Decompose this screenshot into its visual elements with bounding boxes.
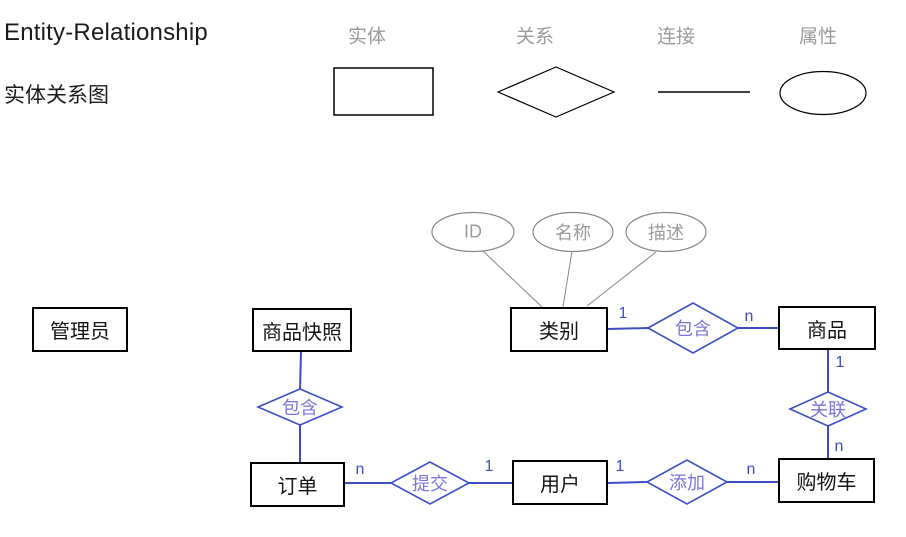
cardinality-add-cart: n: [746, 461, 756, 478]
connector-id-to-category: [482, 250, 543, 308]
entity-product-label: 商品: [807, 319, 847, 342]
attribute-ellipse-id: [431, 211, 515, 253]
connector-snapshot-contains: [299, 351, 302, 391]
cardinality-product-associate: 1: [835, 354, 845, 371]
cardinality-order-submit: n: [355, 461, 365, 478]
entity-admin-label: 管理员: [50, 321, 110, 343]
relationship-label-associate: 关联: [810, 400, 846, 420]
entity-cart: 购物车: [778, 458, 875, 503]
attribute-label-id: ID: [464, 221, 482, 242]
relationship-label-contains-left: 包含: [282, 398, 318, 418]
attribute-ellipse-name: [532, 211, 614, 253]
legend-label-connector: 连接: [656, 26, 696, 48]
legend-attribute-shape: [779, 70, 867, 116]
entity-product-snapshot-label: 商品快照: [262, 321, 342, 344]
connector-category-contains: [607, 327, 649, 330]
legend-label-relationship: 关系: [515, 26, 555, 48]
relationship-diamond-contains-top: [646, 302, 740, 354]
entity-category-label: 类别: [539, 321, 579, 343]
entity-product: 商品: [778, 306, 876, 350]
entity-cart-label: 购物车: [796, 472, 857, 494]
connector-name-to-category: [562, 250, 573, 308]
page-subtitle: 实体关系图: [4, 84, 109, 107]
cardinality-category-contains: 1: [618, 305, 628, 322]
page-title: Entity-Relationship: [4, 19, 208, 46]
legend-entity-shape: [333, 67, 434, 116]
entity-user: 用户: [512, 460, 608, 505]
entity-order: 订单: [250, 462, 345, 507]
entity-admin: 管理员: [32, 307, 128, 352]
relationship-diamond-associate: [788, 391, 868, 427]
cardinality-submit-user: 1: [484, 458, 494, 475]
relationship-label-add: 添加: [669, 473, 705, 493]
cardinality-associate-cart: n: [834, 438, 844, 455]
entity-category: 类别: [510, 307, 608, 352]
relationship-label-submit: 提交: [412, 474, 448, 494]
attribute-label-name: 名称: [555, 223, 591, 243]
attribute-ellipse-desc: [625, 211, 707, 253]
legend-label-entity: 实体: [347, 26, 387, 48]
entity-order-label: 订单: [277, 476, 318, 498]
relationship-diamond-contains-left: [255, 388, 345, 426]
relationship-label-contains-top: 包含: [675, 319, 711, 339]
relationship-diamond-submit: [389, 461, 471, 505]
legend-label-attribute: 属性: [798, 26, 838, 48]
entity-product-snapshot: 商品快照: [252, 308, 352, 352]
cardinality-contains-product: n: [744, 308, 754, 325]
cardinality-user-add: 1: [615, 458, 625, 475]
connector-desc-to-category: [586, 251, 657, 307]
relationship-diamond-add: [645, 459, 729, 505]
attribute-label-desc: 描述: [648, 223, 684, 243]
connector-user-add: [607, 481, 648, 484]
legend-relationship-shape: [496, 66, 616, 118]
entity-user-label: 用户: [540, 474, 580, 496]
